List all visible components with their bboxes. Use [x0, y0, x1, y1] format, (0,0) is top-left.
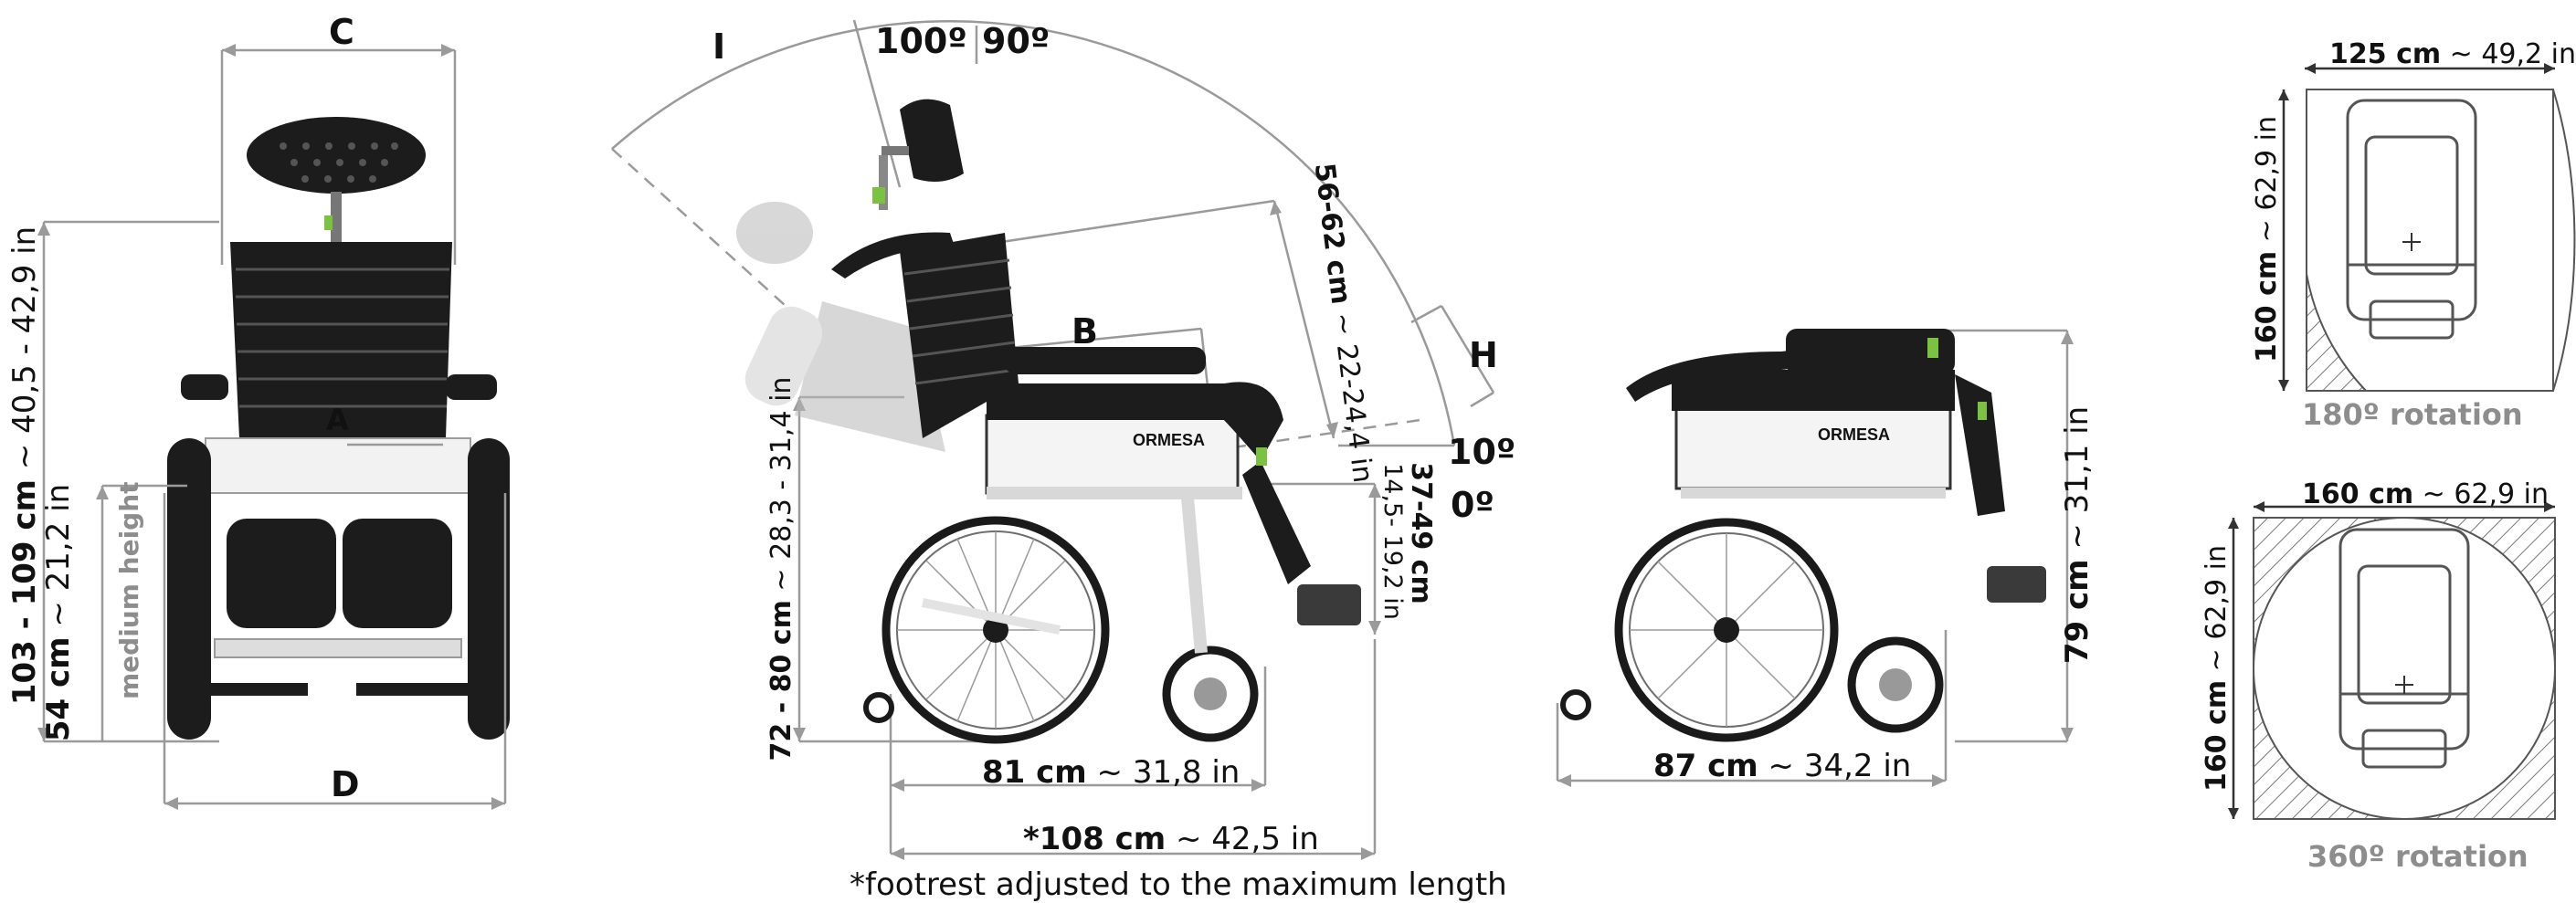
legrest-length-imperial-label: 14,5- 19,2 in: [1378, 450, 1407, 633]
front-dimension-lines: [37, 44, 507, 810]
folded-length-imperial: ~ 34,2 in: [1758, 748, 1912, 784]
folded-height-label: 79 cm ~ 31,1 in: [2059, 389, 2096, 681]
folded-brand-logo: ORMESA: [1818, 425, 1890, 444]
backrest-shape: [230, 242, 452, 438]
seat-cushion-left: [227, 519, 336, 628]
total-length-imperial: ~ 42,5 in: [1166, 821, 1319, 857]
total-length-value: *108 cm: [1023, 821, 1167, 857]
front-seat-note: medium height: [114, 481, 144, 699]
rot360-depth-value: 160 cm: [2201, 679, 2233, 792]
rot360-width-imperial: ~ 62,9 in: [2413, 478, 2549, 510]
folded-length-label: 87 cm ~ 34,2 in: [1653, 751, 1911, 782]
side-view-dimension-lines: [611, 19, 1495, 860]
folded-view-chair: ORMESA: [1560, 329, 2046, 742]
rotation-180-diagram: [2278, 63, 2576, 392]
label-b: B: [1072, 311, 1098, 352]
legrest-length-label: 37-49 cm: [1405, 442, 1437, 625]
rot180-caption: 180º rotation: [2302, 397, 2523, 432]
label-h: H: [1469, 335, 1498, 375]
rot180-depth-value: 160 cm: [2251, 250, 2283, 362]
armrest-height-label: 72 - 80 cm ~ 28,3 - 31,4 in: [765, 313, 799, 824]
armrest-height-value: 72 - 80 cm: [765, 600, 797, 761]
footnote: *footrest adjusted to the maximum length: [850, 866, 1507, 903]
rot180-depth-imperial: ~ 62,9 in: [2251, 116, 2283, 251]
total-length-label: *108 cm ~ 42,5 in: [1023, 824, 1319, 855]
rot360-depth-imperial: ~ 62,9 in: [2201, 545, 2233, 680]
folded-length-value: 87 cm: [1653, 748, 1758, 784]
angle-90: 90º: [982, 21, 1050, 61]
front-height-value: 103 - 109 cm: [6, 479, 43, 706]
angle-0: 0º: [1451, 485, 1494, 525]
front-seat-value: 54 cm: [40, 636, 77, 742]
front-seat-imperial: ~ 21,2 in: [40, 483, 77, 637]
length-value: 81 cm: [982, 754, 1087, 791]
rot180-width-imperial: ~ 49,2 in: [2441, 38, 2576, 70]
front-height-label: 103 - 109 cm ~ 40,5 - 42,9 in: [6, 183, 43, 749]
label-a: A: [326, 403, 349, 437]
label-d: D: [331, 764, 360, 804]
folded-height-imperial: ~ 31,1 in: [2059, 405, 2096, 560]
front-height-imperial: ~ 40,5 - 42,9 in: [6, 226, 43, 480]
angle-100: 100º: [875, 21, 967, 61]
label-c: C: [329, 12, 354, 52]
legrest-length-imperial: 14,5- 19,2 in: [1378, 463, 1407, 620]
folded-height-value: 79 cm: [2059, 559, 2096, 665]
rot180-width-label: 125 cm ~ 49,2 in: [2329, 41, 2576, 68]
label-i: I: [713, 26, 726, 67]
rot360-width-value: 160 cm: [2302, 478, 2414, 510]
angle-10: 10º: [1448, 432, 1516, 472]
folded-view-dimension-lines: [1556, 329, 2074, 787]
rot360-depth-label: 160 cm ~ 62,9 in: [2201, 513, 2233, 824]
seat-cushion-right: [343, 519, 452, 628]
side-view-chair: ORMESA: [736, 99, 1361, 744]
legrest-length-value: 37-49 cm: [1405, 462, 1437, 604]
rotation-360-diagram: [2228, 501, 2556, 820]
rot360-width-label: 160 cm ~ 62,9 in: [2302, 481, 2549, 509]
headrest-shape: [247, 117, 426, 194]
rot180-depth-label: 160 cm ~ 62,9 in: [2251, 84, 2283, 394]
side-brand-logo: ORMESA: [1133, 431, 1205, 449]
rot180-width-value: 125 cm: [2329, 38, 2442, 70]
front-seat-height-label: 54 cm ~ 21,2 in: [40, 476, 77, 750]
length-label: 81 cm ~ 31,8 in: [982, 757, 1240, 788]
armrest-height-imperial: ~ 28,3 - 31,4 in: [765, 376, 797, 601]
front-view-chair: [167, 117, 510, 740]
length-imperial: ~ 31,8 in: [1086, 754, 1240, 791]
rear-wheel: [882, 516, 1110, 744]
rot360-caption: 360º rotation: [2307, 839, 2528, 874]
